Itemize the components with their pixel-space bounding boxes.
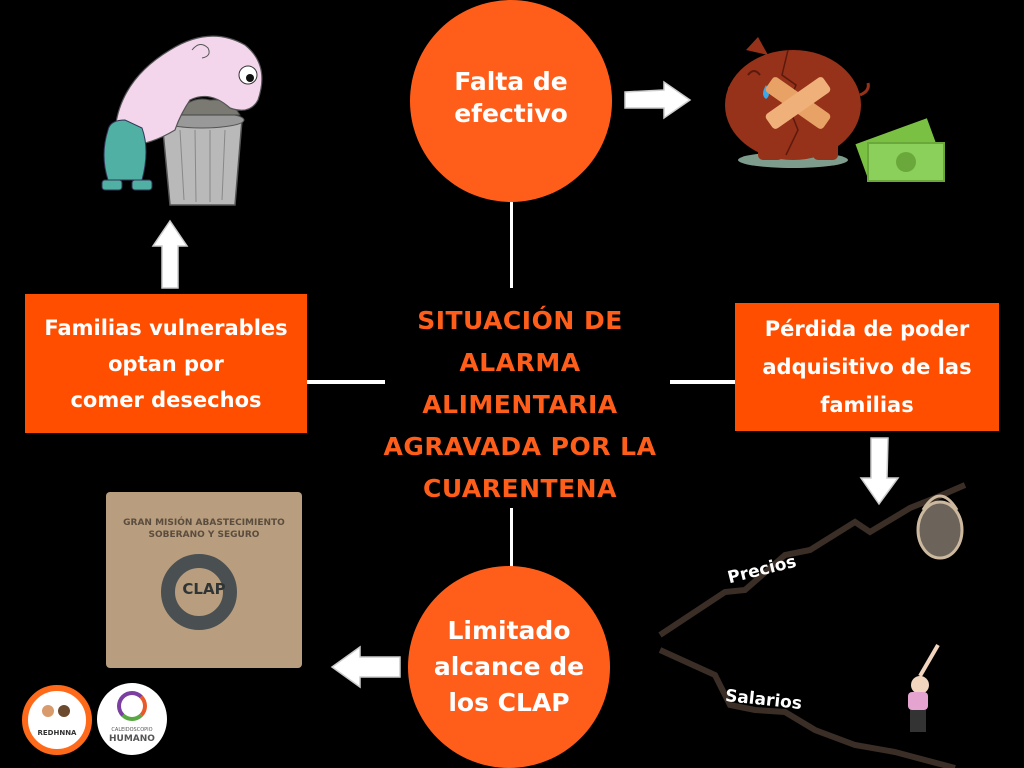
prices-wages-illustration bbox=[658, 482, 967, 768]
node-text: Familias vulnerables optan por comer des… bbox=[44, 315, 288, 412]
node-text: Pérdida de poder adquisitivo de las fami… bbox=[762, 317, 972, 417]
arrow-up-icon bbox=[151, 219, 189, 289]
central-title-line: SITUACIÓN DE bbox=[417, 306, 623, 335]
caleidoscopio-logo-big-text: HUMANO bbox=[109, 734, 155, 744]
caleidoscopio-humano-logo: CALEIDOSCOPIO HUMANO bbox=[97, 683, 167, 755]
caleidoscopio-flower-icon bbox=[117, 691, 147, 721]
connector-right bbox=[670, 380, 736, 384]
clap-box-illustration: GRAN MISIÓN ABASTECIMIENTO SOBERANO Y SE… bbox=[106, 492, 302, 668]
trash-eating-figure-illustration bbox=[101, 35, 263, 206]
connector-bottom bbox=[510, 508, 513, 568]
arrow-down-icon bbox=[859, 437, 900, 506]
node-familias-vulnerables: Familias vulnerables optan por comer des… bbox=[25, 294, 307, 433]
node-text: Falta de efectivo bbox=[454, 67, 568, 128]
connector-top bbox=[510, 202, 513, 288]
node-text: Limitado alcance de los CLAP bbox=[433, 616, 585, 717]
central-title-line: ALARMA bbox=[459, 348, 581, 377]
node-perdida-poder-adquisitivo: Pérdida de poder adquisitivo de las fami… bbox=[735, 303, 999, 431]
clap-logo-text: CLAP bbox=[182, 580, 226, 598]
arrow-right-icon bbox=[624, 80, 692, 120]
clap-box-caption-2: SOBERANO Y SEGURO bbox=[148, 530, 260, 540]
central-title-line: CUARENTENA bbox=[423, 474, 617, 503]
node-limitado-alcance-clap: Limitado alcance de los CLAP bbox=[408, 566, 610, 768]
broken-piggy-bank-illustration bbox=[725, 37, 945, 182]
clap-box-caption-1: GRAN MISIÓN ABASTECIMIENTO bbox=[123, 518, 285, 528]
central-title-line: AGRAVADA POR LA bbox=[383, 432, 657, 461]
arrow-left-icon bbox=[330, 645, 401, 689]
caleidoscopio-logo-small-text: CALEIDOSCOPIO bbox=[111, 727, 153, 733]
redhnna-logo: REDHNNA bbox=[22, 685, 92, 755]
child-icons bbox=[42, 705, 72, 723]
redhnna-logo-text: REDHNNA bbox=[37, 729, 77, 737]
central-title: SITUACIÓN DE ALARMA ALIMENTARIA AGRAVADA… bbox=[370, 300, 670, 510]
connector-left bbox=[307, 380, 385, 384]
central-title-line: ALIMENTARIA bbox=[422, 390, 618, 419]
node-falta-de-efectivo: Falta de efectivo bbox=[410, 0, 612, 202]
